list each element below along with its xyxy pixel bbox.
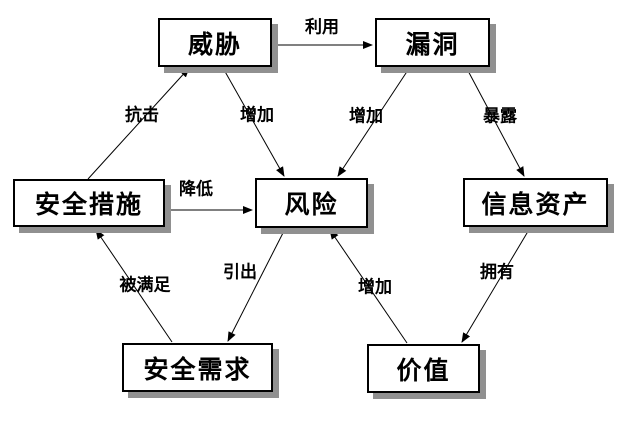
edge-label-increase-vulnerability-risk: 增加 <box>349 106 383 127</box>
arrow-assets-to-value <box>461 227 531 343</box>
node-risk: 风险 <box>255 178 368 228</box>
edge-label-increase-threat-risk: 增加 <box>240 105 274 126</box>
arrow-value-to-risk <box>329 229 408 344</box>
node-threat: 威胁 <box>158 18 272 67</box>
node-information-assets: 信息资产 <box>463 178 608 227</box>
node-security-requirements: 安全需求 <box>122 343 273 392</box>
edge-label-increase-value-risk: 增加 <box>358 277 392 298</box>
node-security-requirements-label: 安全需求 <box>143 354 252 384</box>
edge-label-lead-to: 引出 <box>223 262 257 283</box>
node-threat-label: 威胁 <box>187 29 242 59</box>
edge-label-exploit: 利用 <box>305 17 339 38</box>
edge-label-reduce: 降低 <box>179 179 213 200</box>
node-vulnerability: 漏洞 <box>375 18 490 67</box>
node-value-label: 价值 <box>396 355 451 385</box>
node-information-assets-label: 信息资产 <box>481 189 590 219</box>
arrow-risk-to-requirements <box>227 228 286 342</box>
node-value: 价值 <box>367 344 480 393</box>
node-vulnerability-label: 漏洞 <box>405 29 460 59</box>
node-security-measures: 安全措施 <box>13 179 165 227</box>
edge-label-resist: 抗击 <box>125 105 159 126</box>
node-risk-label: 风险 <box>284 190 339 219</box>
arrow-measures-to-threat <box>87 67 190 180</box>
arrow-vulnerability-to-assets <box>465 66 525 177</box>
edge-label-own: 拥有 <box>480 262 514 283</box>
arrow-vulnerability-to-risk <box>337 66 411 177</box>
arrow-requirements-to-measures <box>95 229 173 343</box>
edge-label-be-satisfied: 被满足 <box>119 275 171 296</box>
edge-label-expose: 暴露 <box>483 106 517 127</box>
node-security-measures-label: 安全措施 <box>34 190 143 219</box>
arrow-threat-to-risk <box>222 67 285 177</box>
